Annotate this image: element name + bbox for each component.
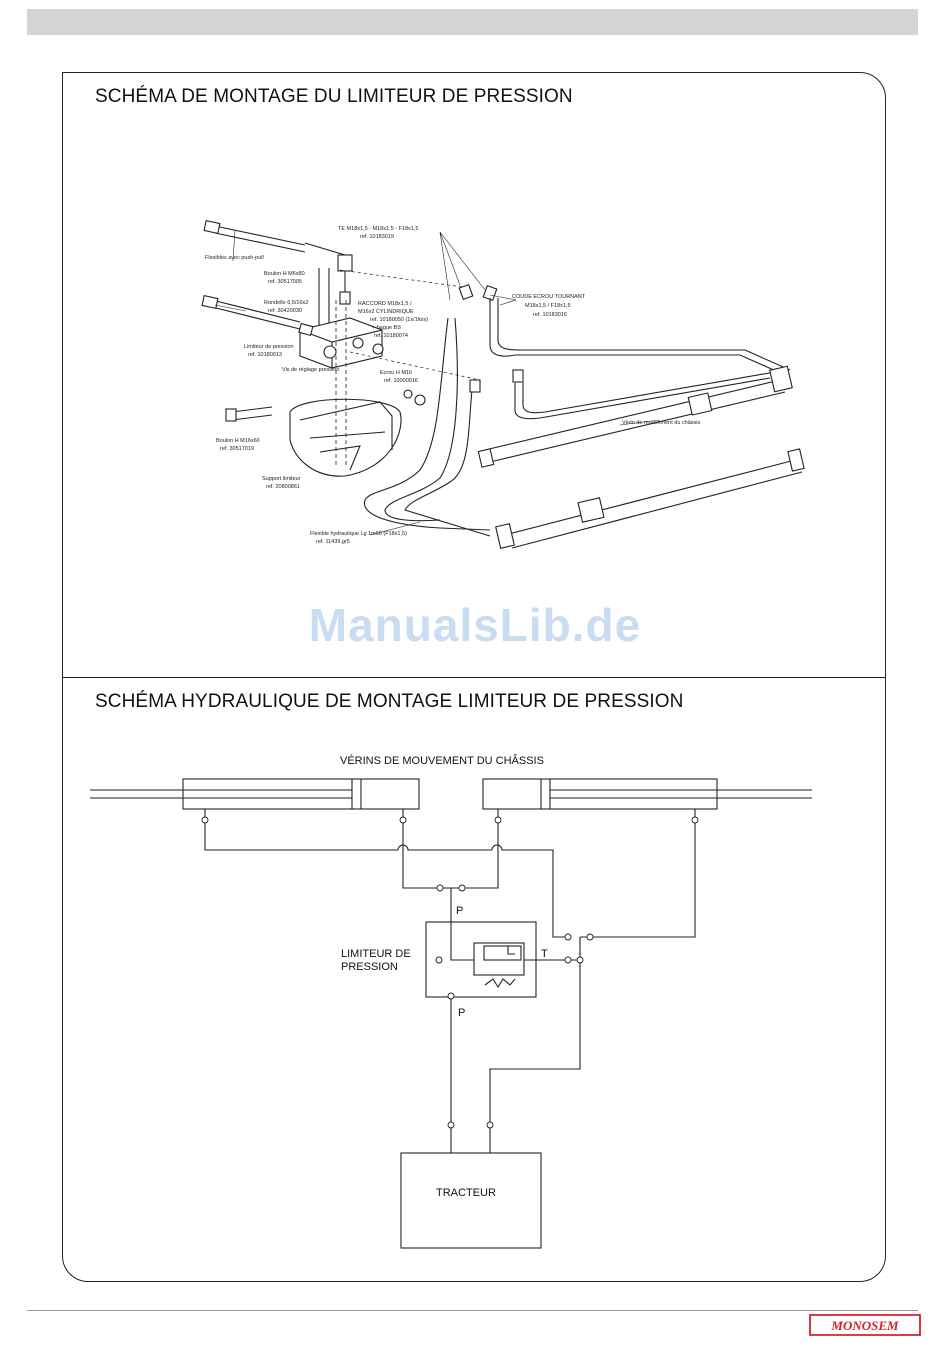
label-ecrou: Ecrou H M16 bbox=[380, 370, 412, 376]
label-verins: VÉRINS DE MOUVEMENT DU CHÂSSIS bbox=[340, 754, 544, 767]
section2-title: SCHÉMA HYDRAULIQUE DE MONTAGE LIMITEUR D… bbox=[95, 691, 684, 712]
push-pull-hose-upper bbox=[214, 225, 306, 253]
label-boulon2-ref: ref. 30517019 bbox=[220, 446, 254, 452]
label-coude: COUDE ECROU TOURNANT bbox=[512, 294, 586, 300]
label-p-bottom: P bbox=[458, 1007, 465, 1019]
label-vis: Vis de réglage pression bbox=[282, 367, 339, 373]
coude-fitting-1 bbox=[458, 283, 474, 301]
section-divider bbox=[62, 677, 886, 678]
label-te-ref: ref. 10183019 bbox=[360, 234, 394, 240]
label-support-ref: ref. 20800861 bbox=[266, 484, 300, 490]
label-p-top: P bbox=[456, 905, 463, 917]
label-flexible-hyd-ref: ref. 11439.gr5 bbox=[316, 539, 350, 545]
connection-markers bbox=[201, 816, 699, 1129]
limiter-block bbox=[299, 317, 383, 369]
coude-fitting-2 bbox=[482, 284, 498, 302]
hydraulic-hose-2 bbox=[404, 389, 491, 537]
cylinder-right bbox=[482, 778, 718, 810]
cylinder-left bbox=[182, 778, 420, 810]
hydraulic-labels: VÉRINS DE MOUVEMENT DU CHÂSSIS P P T LIM… bbox=[340, 754, 548, 1199]
label-limiteur-1: LIMITEUR DE bbox=[341, 948, 411, 960]
limiter-spring bbox=[484, 978, 516, 989]
hydraulic-hose-1 bbox=[363, 317, 491, 531]
hose-fitting-lower bbox=[201, 295, 219, 309]
label-te: TE M18x1,5 - M18x1,5 - F18x1,5 bbox=[338, 226, 418, 232]
label-t: T bbox=[541, 948, 548, 960]
label-raccord: RACCORD M18x1,5 / bbox=[358, 301, 412, 307]
label-verin: Vérin de mouvement du châssis bbox=[622, 420, 701, 426]
ecrou-m16 bbox=[414, 394, 426, 406]
label-boulon1-ref: ref. 30517005 bbox=[268, 279, 302, 285]
cylinder-left-rod bbox=[90, 789, 352, 799]
label-boulon1: Boulon H M6x80 bbox=[264, 271, 305, 277]
label-raccord-ref: ref. 10180050 (1x/1fois) bbox=[370, 317, 428, 323]
label-flexible-hyd: Flexible hydraulique Lg 1m60 (F18x1,5) bbox=[310, 531, 407, 537]
label-boulon2: Boulon H M16x60 bbox=[216, 438, 260, 444]
cylinder-right-piston bbox=[540, 779, 551, 809]
te-fitting bbox=[337, 254, 353, 272]
assembly-diagram bbox=[201, 220, 805, 549]
label-rondelle: Rondelle 6,5/16x2 bbox=[264, 300, 308, 306]
label-raccord3: + bague BS bbox=[372, 325, 401, 331]
push-pull-hose-lower bbox=[211, 299, 301, 330]
label-raccord2: M16x2 CYLINDRIQUE bbox=[358, 309, 414, 315]
label-tracteur: TRACTEUR bbox=[436, 1187, 496, 1199]
label-flexibles: Flexibles avec push-pull bbox=[205, 255, 264, 261]
bolt-m6-pair bbox=[318, 268, 330, 330]
adjust-screw bbox=[323, 345, 337, 359]
pipe-2 bbox=[514, 377, 771, 420]
label-limiteur-2: PRESSION bbox=[341, 961, 398, 973]
coude-fitting-3 bbox=[469, 379, 481, 393]
cylinder-left-piston bbox=[351, 779, 362, 809]
limiter-valve bbox=[473, 942, 525, 976]
label-raccord-ref2: ref. 10180074 bbox=[374, 333, 408, 339]
section1-title: SCHÉMA DE MONTAGE DU LIMITEUR DE PRESSIO… bbox=[95, 86, 573, 107]
footer-rule bbox=[27, 1310, 918, 1311]
label-coude-spec: M18x1,5 / F18x1,5 bbox=[525, 303, 571, 309]
label-rondelle-ref: ref. 30420030 bbox=[268, 308, 302, 314]
label-ecrou-ref: ref. 10000016 bbox=[384, 378, 418, 384]
watermark: ManualsLib.de bbox=[308, 599, 642, 651]
cylinder-upper bbox=[484, 379, 786, 463]
hose-fitting-upper bbox=[203, 220, 221, 234]
cylinder-lower bbox=[504, 459, 803, 549]
hydraulic-schematic bbox=[90, 778, 812, 1249]
label-coude-ref: ref. 10183016 bbox=[533, 312, 567, 318]
header-bar bbox=[27, 9, 918, 35]
tracteur-box bbox=[400, 1152, 542, 1249]
pipe-1 bbox=[489, 298, 786, 376]
label-limiteur-ref: ref. 10180013 bbox=[248, 352, 282, 358]
logo-text: MONOSEM bbox=[830, 1318, 899, 1333]
bolt-m16 bbox=[231, 406, 273, 421]
cylinder-right-rod bbox=[550, 789, 812, 799]
label-limiteur: Limiteur de pression bbox=[244, 344, 294, 350]
support-detail bbox=[289, 398, 402, 477]
assembly-labels: Flexibles avec push-pull TE M18x1,5 - M1… bbox=[205, 226, 701, 545]
monosem-logo: MONOSEM bbox=[809, 1314, 921, 1336]
label-support: Support limiteur bbox=[262, 476, 301, 482]
coude-fitting-4 bbox=[512, 369, 524, 383]
